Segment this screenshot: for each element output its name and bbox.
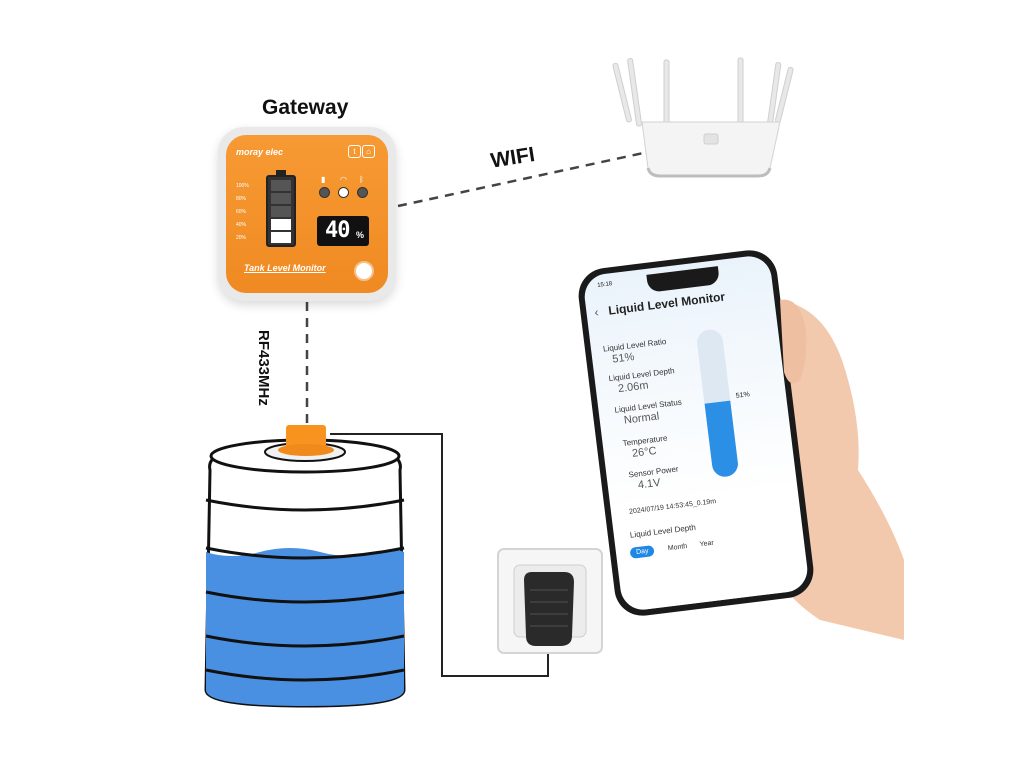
- device-label: Tank Level Monitor: [244, 263, 326, 273]
- wifi-router: [612, 57, 794, 178]
- status-led: [338, 187, 349, 198]
- battery-segment: [271, 180, 291, 191]
- battery-segment: [271, 206, 291, 217]
- status-led: [319, 187, 330, 198]
- power-cable: [330, 433, 549, 677]
- sensor-icon: ▮: [321, 175, 326, 184]
- battery-level-label: 80%: [236, 196, 247, 202]
- smart-life-icon: ⌂: [362, 145, 375, 158]
- battery-level-label: 40%: [236, 222, 247, 228]
- battery-level-label: 100%: [236, 183, 249, 189]
- level-sensor: [278, 425, 334, 456]
- battery-level-label: 20%: [236, 235, 247, 241]
- lcd-value: 40: [325, 218, 350, 243]
- bluetooth-icon: ᛒ: [359, 175, 364, 184]
- battery-level-label: 60%: [236, 209, 247, 215]
- reset-button[interactable]: [354, 261, 374, 281]
- battery-icon: [266, 175, 296, 247]
- brand-logo: moray elec: [236, 147, 284, 157]
- battery-segment: [271, 219, 291, 230]
- gateway-face: moray elec t ⌂ 100% 80% 60% 40% 20% ▮ ◠ …: [226, 135, 388, 293]
- tuya-icon: t: [348, 145, 361, 158]
- gateway-title: Gateway: [262, 96, 349, 119]
- battery-segment: [271, 193, 291, 204]
- lcd-unit: %: [356, 230, 365, 240]
- battery-segment: [271, 232, 291, 243]
- status-led: [357, 187, 368, 198]
- battery-cap: [276, 170, 286, 175]
- water-fill: [206, 548, 404, 706]
- water-tank: [204, 438, 406, 708]
- power-adapter: [524, 572, 574, 646]
- gateway-device: moray elec t ⌂ 100% 80% 60% 40% 20% ▮ ◠ …: [218, 127, 396, 301]
- lcd-display: 40 %: [317, 216, 369, 246]
- wifi-link-line: [397, 150, 649, 208]
- wifi-icon: ◠: [340, 175, 347, 184]
